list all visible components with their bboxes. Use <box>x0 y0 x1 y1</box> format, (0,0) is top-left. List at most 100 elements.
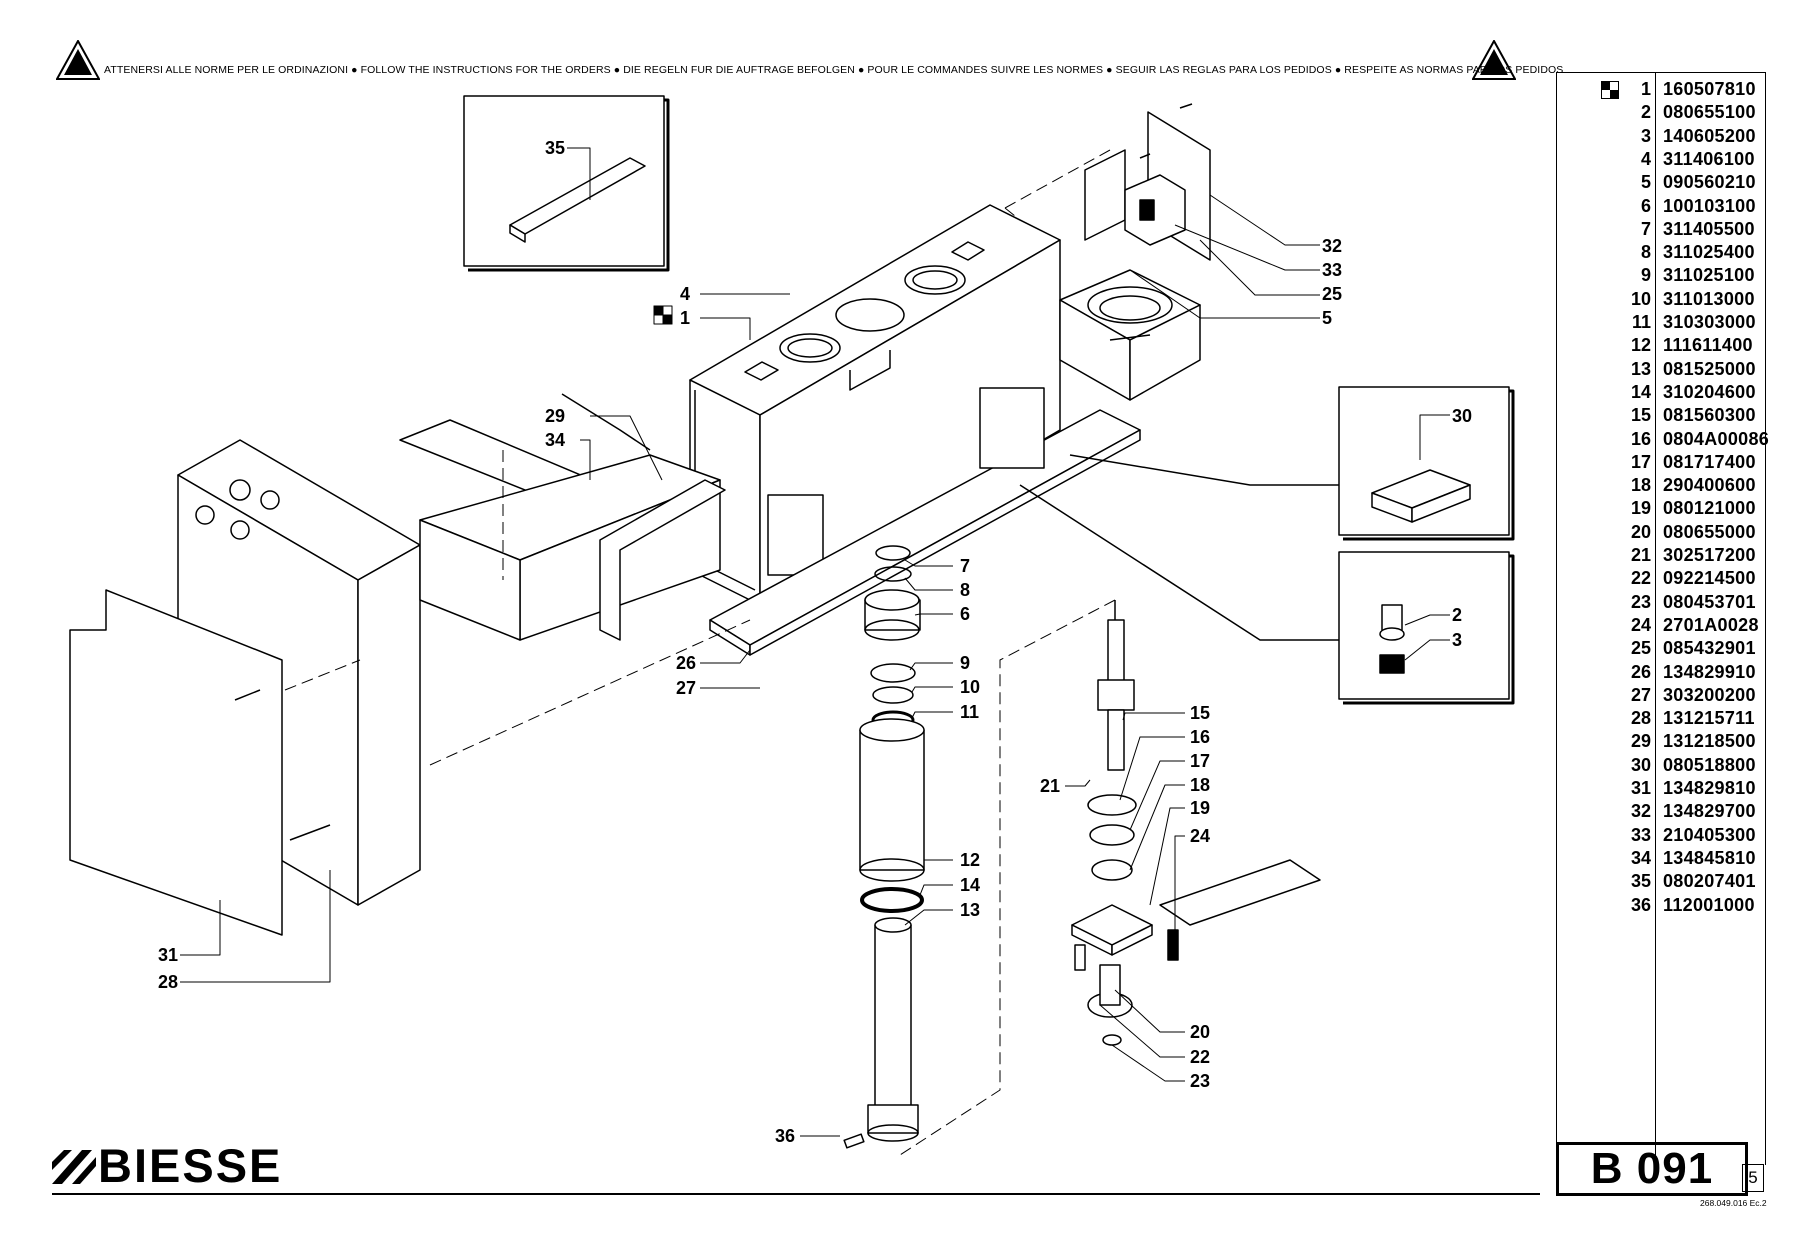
cover-plate <box>69 589 331 936</box>
part-code: 112001000 <box>1663 894 1755 915</box>
part-number: 32 <box>1630 801 1651 822</box>
callout-21: 21 <box>1040 776 1060 796</box>
callout-1: 1 <box>680 308 690 328</box>
part-code: 081525000 <box>1663 358 1756 379</box>
order-instructions-text: ATTENERSI ALLE NORME PER LE ORDINAZIONI … <box>104 64 1564 76</box>
part-code: 311405500 <box>1663 218 1755 239</box>
sheet-number: 5 <box>1748 1168 1758 1187</box>
callout-14: 14 <box>960 875 980 895</box>
part-code: 080655100 <box>1663 102 1756 123</box>
sheet-number-box: 5 <box>1742 1164 1764 1192</box>
callout-35: 35 <box>545 138 565 158</box>
callout-32: 32 <box>1322 236 1342 256</box>
part-code: 311013000 <box>1663 288 1755 309</box>
part-code: 160507810 <box>1663 79 1756 99</box>
parts-row: 4 311406100 <box>1557 147 1765 170</box>
part-number: 23 <box>1630 591 1651 612</box>
callout-20: 20 <box>1190 1022 1210 1042</box>
part-code: 2701A0028 <box>1663 614 1759 635</box>
parts-row: 23 080453701 <box>1557 590 1765 613</box>
part-code: 210405300 <box>1663 824 1756 845</box>
part-code: 131218500 <box>1663 731 1756 752</box>
part-code: 100103100 <box>1663 195 1756 216</box>
table-code: B 091 <box>1590 1144 1714 1193</box>
part-number: 12 <box>1630 335 1651 356</box>
part-number: 2 <box>1640 102 1651 123</box>
part-number: 35 <box>1630 871 1651 892</box>
callout-16: 16 <box>1190 727 1210 747</box>
part-code: 092214500 <box>1663 568 1756 589</box>
part-code: 134829810 <box>1663 778 1756 798</box>
parts-row: 22 092214500 <box>1557 566 1765 589</box>
parts-row: 25 085432901 <box>1557 636 1765 659</box>
inset-box-bar <box>463 95 670 451</box>
callout-3: 3 <box>1452 630 1462 650</box>
callout-25: 25 <box>1322 284 1342 304</box>
table-divider <box>1655 73 1656 1165</box>
callout-12: 12 <box>960 850 980 870</box>
brand-name: BIESSE <box>98 1139 283 1192</box>
part-code: 140605200 <box>1663 125 1756 146</box>
parts-row: 2 080655100 <box>1557 100 1765 123</box>
inset-box-block <box>1069 386 1515 541</box>
part-number: 15 <box>1630 405 1651 426</box>
part-number: 21 <box>1630 545 1651 565</box>
parts-row: 31 134829810 <box>1557 776 1765 799</box>
part-number: 31 <box>1630 778 1651 798</box>
part-code: 085432901 <box>1663 638 1756 659</box>
part-code: 134829910 <box>1663 661 1756 682</box>
bottom-rule <box>52 1193 1540 1195</box>
part-number: 20 <box>1630 521 1651 542</box>
part-code: 080518800 <box>1663 754 1756 775</box>
part-number: 34 <box>1630 847 1651 868</box>
bottom-plate <box>709 387 1141 656</box>
document-code: 268.049.016 Ec.2 <box>1700 1198 1767 1208</box>
part-number: 28 <box>1630 708 1651 729</box>
part-code: 080121000 <box>1663 498 1756 519</box>
part-number: 9 <box>1640 265 1651 286</box>
part-number: 4 <box>1640 148 1651 169</box>
parts-row: 28 131215711 <box>1557 706 1765 729</box>
part-number: 17 <box>1630 451 1651 472</box>
part-code: 131215711 <box>1663 708 1755 729</box>
part-number: 3 <box>1640 125 1651 146</box>
callout-13: 13 <box>960 900 980 920</box>
callout-2: 2 <box>1452 605 1462 625</box>
callout-labels: 35 4 1 29 34 32 33 25 5 30 2 3 7 8 6 9 1… <box>158 138 1472 1146</box>
callout-29: 29 <box>545 406 565 426</box>
callout-10: 10 <box>960 677 980 697</box>
part-number: 22 <box>1630 568 1651 589</box>
callout-28: 28 <box>158 972 178 992</box>
part-number: 8 <box>1640 242 1651 263</box>
part-number: 25 <box>1630 638 1651 659</box>
part-code: 311406100 <box>1663 148 1755 169</box>
callout-7: 7 <box>960 556 970 576</box>
inset-box-feet <box>1019 484 1515 705</box>
part-number: 14 <box>1630 381 1651 402</box>
part-number: 29 <box>1630 731 1651 752</box>
part-code: 080453701 <box>1663 591 1756 612</box>
column-assembly <box>843 545 925 1149</box>
callout-36: 36 <box>775 1126 795 1146</box>
table-code-box: B 091 <box>1556 1142 1748 1196</box>
